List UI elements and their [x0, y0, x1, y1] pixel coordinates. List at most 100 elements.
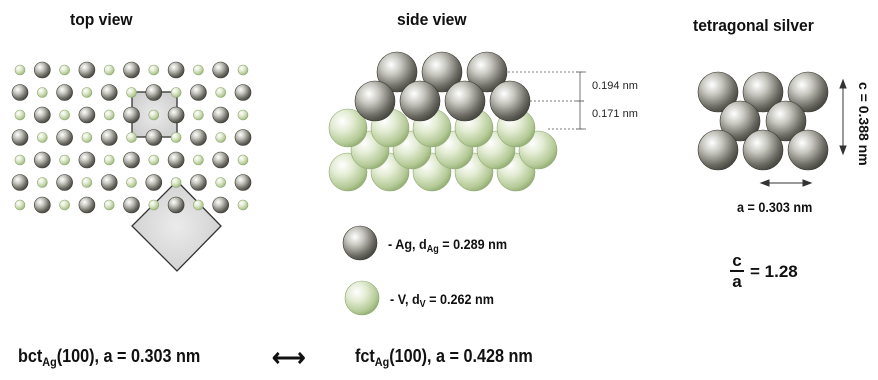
v-atom [103, 109, 115, 121]
v-atom [215, 87, 226, 98]
ag-atom [100, 174, 118, 191]
ratio-value: = 1.28 [750, 262, 798, 281]
v-atom [59, 199, 70, 211]
fct-unit-cell-diamond [131, 180, 222, 272]
ag-atom [100, 129, 118, 146]
ag-atom [78, 106, 96, 124]
fct-formula: fctAg(100), a = 0.428 nm [355, 346, 533, 369]
ag-atom [123, 61, 140, 79]
v-atom [59, 109, 70, 121]
v-atom [215, 132, 226, 143]
ag-atom [56, 129, 73, 146]
c-parameter-label: c = 0.388 nm [856, 82, 872, 166]
ag-atom [466, 51, 508, 93]
ag-atom [697, 129, 739, 171]
ag-atom [376, 51, 418, 93]
v-atom [59, 154, 70, 166]
v-atom [81, 87, 93, 98]
legend-ag-sphere [342, 225, 378, 261]
interlayer-spacing-markers [508, 71, 586, 130]
a-parameter-label: a = 0.303 nm [737, 199, 813, 215]
ag-atom [123, 196, 140, 214]
v-atom [103, 154, 115, 166]
v-atom [14, 109, 26, 121]
ag-atom [787, 129, 829, 171]
ag-atom [354, 80, 396, 122]
ag-atom [212, 106, 229, 124]
v-atom [193, 199, 204, 211]
ratio-fraction: c a [730, 252, 744, 290]
v-atom [237, 109, 249, 121]
v-atom [148, 199, 160, 211]
v-atom [193, 109, 204, 121]
v-atom [81, 132, 93, 143]
ag-atom [742, 129, 784, 171]
ag-atom [190, 129, 207, 146]
v-atom [59, 64, 70, 76]
v-atom [328, 108, 368, 148]
ag-atom [145, 129, 163, 146]
v-atom [148, 109, 160, 121]
legend-ag-label: - Ag, dAg = 0.289 nm [388, 236, 508, 255]
spacing-lower-label: 0.171 nm [592, 108, 638, 120]
v-atom [14, 64, 26, 76]
v-atom [170, 87, 182, 98]
v-atom [148, 64, 160, 76]
ag-atom [78, 61, 96, 79]
v-atom [237, 64, 249, 76]
ag-atom [56, 84, 73, 101]
ag-atom [399, 80, 441, 122]
v-atom [148, 154, 160, 166]
v-atom [103, 64, 115, 76]
ag-atom [765, 100, 807, 142]
v-atom [237, 199, 249, 211]
ag-atom [787, 71, 829, 113]
v-atom [14, 154, 26, 166]
ag-atom [167, 151, 185, 169]
ag-atom [421, 51, 463, 93]
ag-atom [145, 84, 163, 101]
v-atom [126, 132, 137, 143]
ag-atom [11, 174, 29, 191]
ag-atom [234, 84, 252, 101]
side-view-stack [328, 51, 558, 192]
ag-atom [234, 174, 252, 191]
tetragonal-dimension-arrows [759, 78, 847, 187]
v-atom [215, 177, 226, 188]
v-atom [126, 177, 137, 188]
ag-atom [100, 84, 118, 101]
ag-atom [11, 129, 29, 146]
ag-atom [697, 71, 739, 113]
ag-atom [719, 100, 761, 142]
ratio-numerator: c [732, 251, 742, 270]
ag-atom [145, 174, 163, 191]
ag-atom [212, 61, 229, 79]
spacing-upper-label: 0.194 nm [592, 80, 638, 92]
ag-atom [56, 174, 73, 191]
v-atom [193, 154, 204, 166]
v-atom [14, 199, 26, 211]
ag-atom [742, 71, 784, 113]
v-atom [36, 177, 48, 188]
ag-atom [78, 151, 96, 169]
ag-atom [167, 61, 185, 79]
bct-formula: bctAg(100), a = 0.303 nm [18, 346, 201, 369]
ag-atom [78, 196, 96, 214]
ag-atom [11, 84, 29, 101]
v-atom [193, 64, 204, 76]
v-atom [170, 177, 182, 188]
ag-atom [167, 196, 185, 214]
heading-top-view: top view [70, 10, 133, 29]
tetragonal-cluster [697, 71, 829, 171]
heading-side-view: side view [397, 10, 467, 29]
equivalence-arrow: ⟷ [272, 342, 306, 372]
v-atom [237, 154, 249, 166]
v-atom [36, 87, 48, 98]
top-view-lattice [11, 61, 252, 214]
v-atom [103, 199, 115, 211]
legend-v-label: - V, dV = 0.262 nm [390, 291, 494, 310]
ag-atom [33, 61, 51, 79]
legend-v-sphere [344, 280, 380, 316]
